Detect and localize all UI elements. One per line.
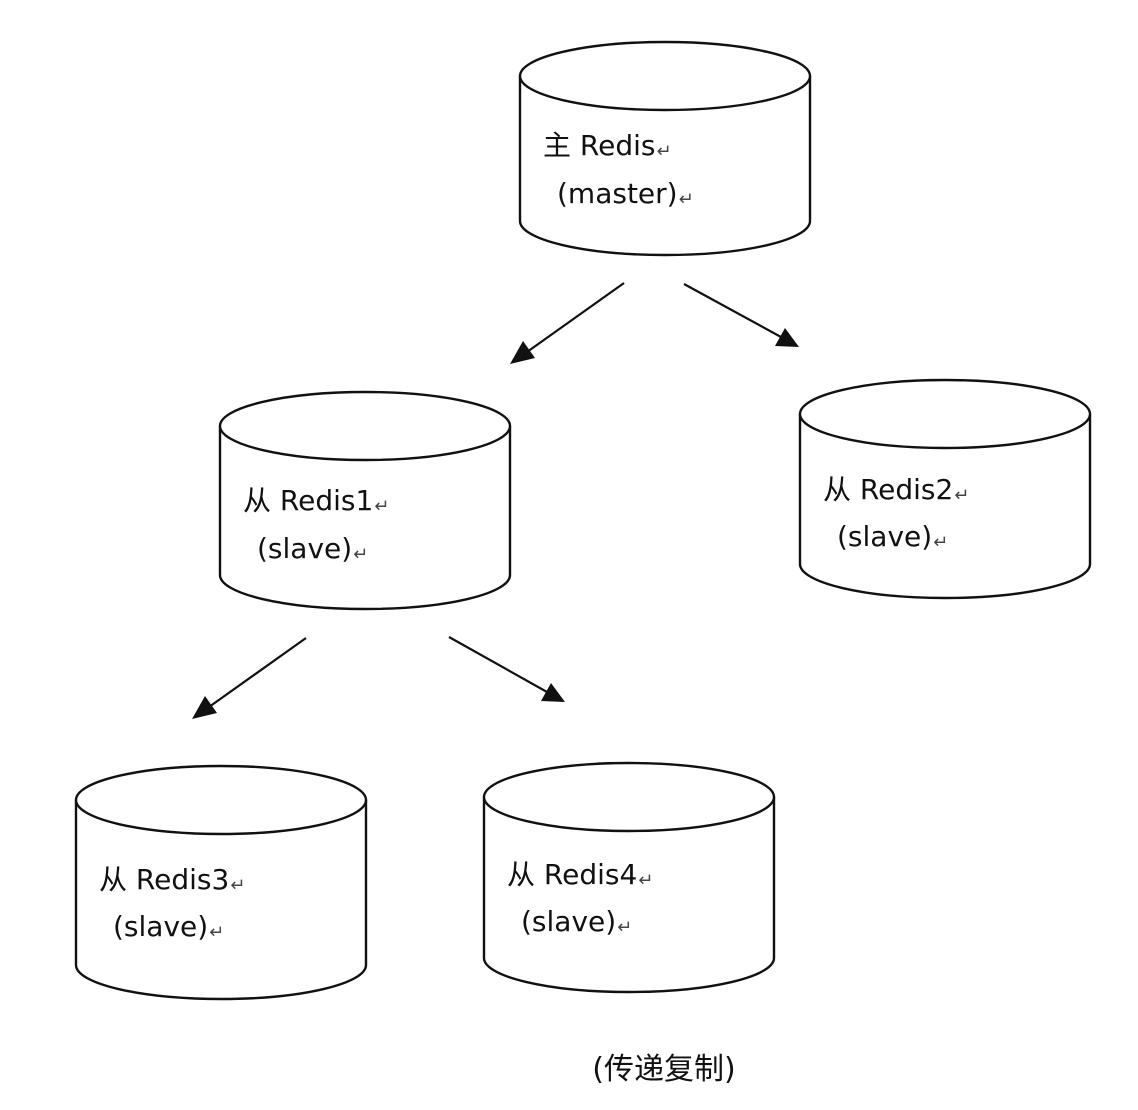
diagram-caption: (传递复制) [592, 1052, 736, 1087]
return-mark-icon: ↵ [374, 496, 390, 517]
return-mark-icon: ↵ [353, 544, 369, 565]
slave3-database-icon [74, 764, 368, 1001]
edge-redis1-to-redis3 [192, 637, 307, 719]
master-database-icon [518, 40, 812, 257]
edge-master-to-redis2 [683, 283, 799, 347]
slave1-database-icon [218, 390, 512, 611]
redis4-role: (slave)↵ [521, 905, 633, 938]
return-mark-icon: ↵ [230, 875, 246, 896]
redis3-title: 从 Redis3↵ [99, 863, 246, 896]
arrowhead-icon [192, 696, 217, 719]
arrowhead-icon [775, 328, 799, 347]
edge-redis1-to-redis4 [448, 636, 565, 702]
return-mark-icon: ↵ [617, 917, 633, 938]
slave2-database-icon [798, 378, 1092, 600]
return-mark-icon: ↵ [209, 922, 225, 943]
master-role: (master)↵ [557, 177, 694, 210]
return-mark-icon: ↵ [954, 485, 970, 506]
redis1-title: 从 Redis1↵ [243, 484, 390, 517]
redis2-role: (slave)↵ [837, 520, 949, 553]
edge-master-to-redis1 [510, 282, 625, 364]
return-mark-icon: ↵ [638, 870, 654, 891]
return-mark-icon: ↵ [678, 189, 694, 210]
arrowhead-icon [510, 341, 535, 364]
redis4-title: 从 Redis4↵ [507, 858, 654, 891]
return-mark-icon: ↵ [656, 141, 672, 162]
master-title: 主 Redis↵ [543, 129, 672, 162]
redis3-role: (slave)↵ [113, 910, 225, 943]
arrowhead-icon [541, 683, 565, 702]
return-mark-icon: ↵ [933, 532, 949, 553]
redis1-role: (slave)↵ [257, 532, 369, 565]
redis2-title: 从 Redis2↵ [823, 473, 970, 506]
slave4-database-icon [482, 761, 776, 994]
